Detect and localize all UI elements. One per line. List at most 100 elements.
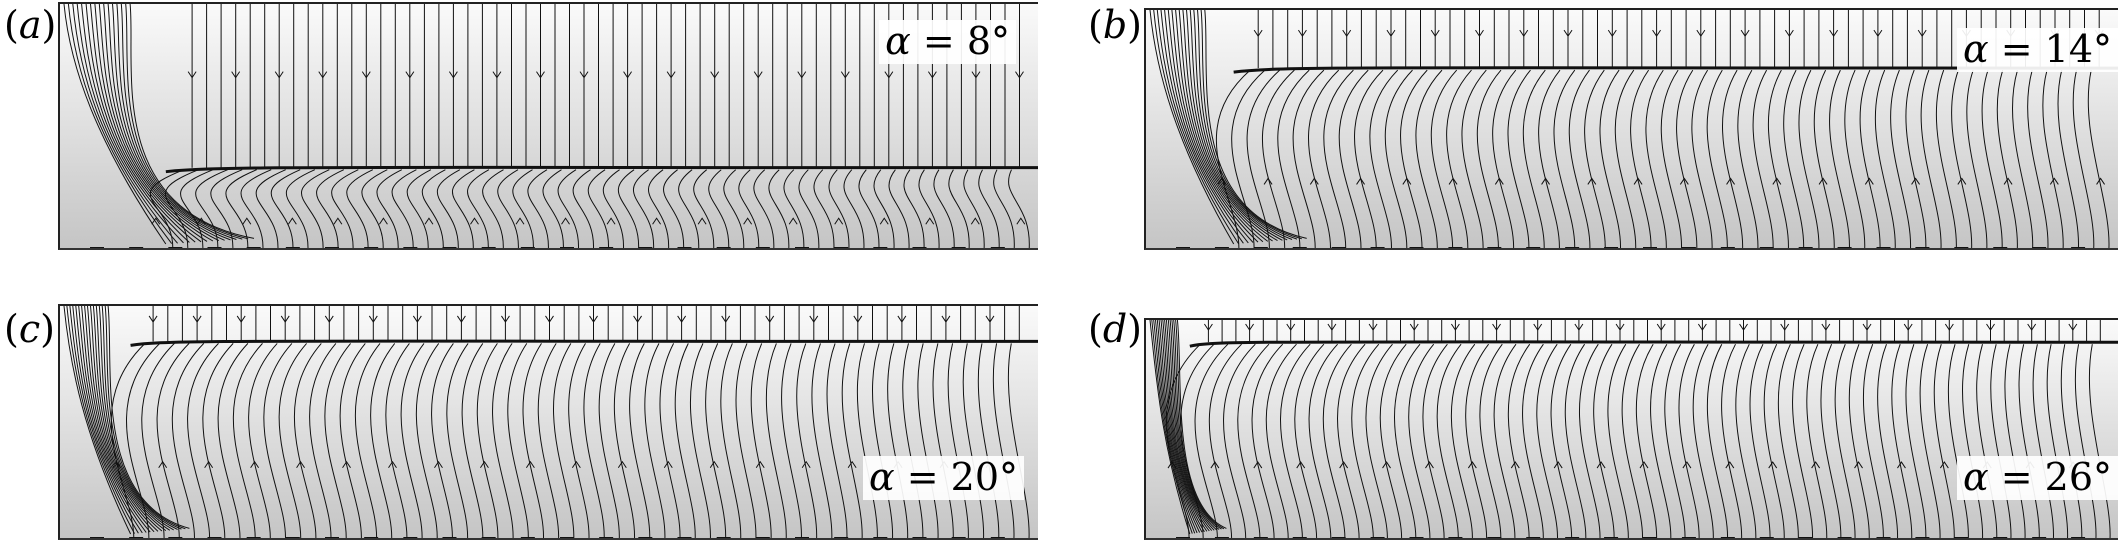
streamline bbox=[1422, 343, 1448, 538]
streamline-plot-d: α = 26° bbox=[1144, 318, 2118, 540]
streamline bbox=[1584, 69, 1606, 248]
streamline bbox=[613, 343, 635, 538]
arrowhead bbox=[1253, 29, 1263, 38]
bubble-streamline bbox=[69, 306, 139, 534]
arrowhead bbox=[677, 315, 687, 323]
bubble-streamline bbox=[81, 4, 190, 243]
streamline bbox=[1408, 343, 1435, 538]
streamline bbox=[887, 343, 909, 538]
bubble-streamline bbox=[1153, 10, 1239, 244]
streamline bbox=[542, 169, 564, 248]
bubble-streamline bbox=[1171, 10, 1264, 243]
arrowhead bbox=[1368, 323, 1378, 331]
streamline bbox=[768, 169, 790, 248]
bubble-streamline bbox=[66, 306, 135, 534]
arrowhead bbox=[606, 217, 616, 225]
arrowhead bbox=[1864, 177, 1874, 185]
streamline bbox=[1593, 343, 1615, 538]
arrowhead bbox=[231, 71, 241, 79]
bubble-streamline bbox=[84, 306, 159, 532]
separation-line bbox=[1233, 66, 2118, 74]
arrowhead bbox=[1903, 323, 1913, 331]
arrowhead bbox=[1494, 177, 1504, 185]
arrowhead bbox=[1425, 461, 1434, 469]
streamline bbox=[750, 343, 772, 538]
streamline bbox=[1446, 69, 1472, 248]
bubble-streamline bbox=[90, 4, 202, 243]
bubble-streamline bbox=[1167, 320, 1215, 531]
arrowhead bbox=[1450, 323, 1460, 331]
arrowhead bbox=[287, 217, 297, 225]
streamline bbox=[507, 343, 529, 538]
arrowhead bbox=[545, 315, 554, 323]
streamline bbox=[255, 169, 286, 248]
bubble-streamline bbox=[1169, 320, 1217, 531]
arrowhead bbox=[1772, 177, 1782, 185]
arrowhead bbox=[1204, 323, 1213, 331]
arrowhead bbox=[1639, 461, 1649, 469]
streamline bbox=[720, 343, 742, 538]
arrowhead bbox=[1015, 71, 1024, 79]
arrowhead bbox=[1309, 177, 1319, 185]
streamline bbox=[1294, 343, 1325, 538]
arrowhead bbox=[925, 217, 935, 225]
bubble-streamline bbox=[1173, 320, 1222, 530]
arrowhead bbox=[1263, 177, 1273, 185]
streamline bbox=[978, 169, 1000, 248]
streamline bbox=[753, 169, 775, 248]
bubble-streamline bbox=[1160, 320, 1205, 533]
streamline bbox=[1550, 343, 1573, 538]
streamline bbox=[232, 343, 263, 538]
streamline bbox=[1919, 344, 1941, 538]
streamline bbox=[992, 343, 1015, 538]
arrowhead bbox=[187, 71, 197, 79]
bubble-streamline bbox=[1151, 320, 1193, 534]
streamline bbox=[1476, 69, 1502, 248]
streamline bbox=[126, 343, 161, 538]
streamline bbox=[1436, 343, 1462, 538]
bubble-streamline bbox=[63, 4, 167, 245]
arrowhead bbox=[1696, 29, 1706, 38]
arrowhead bbox=[1957, 177, 1967, 185]
bubble-streamline bbox=[1167, 10, 1259, 243]
arrowhead bbox=[1210, 461, 1220, 469]
streamline bbox=[346, 169, 374, 248]
streamline bbox=[1461, 69, 1487, 248]
streamline bbox=[217, 343, 249, 538]
streamline bbox=[2004, 344, 2026, 538]
streamline bbox=[572, 169, 594, 248]
streamline bbox=[1706, 69, 1728, 248]
streamline bbox=[629, 343, 651, 538]
bubble-streamline bbox=[1200, 10, 1302, 240]
streamline bbox=[1599, 69, 1621, 248]
streamline bbox=[1890, 69, 1912, 248]
streamline bbox=[202, 343, 234, 538]
arrowhead bbox=[250, 460, 260, 469]
streamline bbox=[1676, 69, 1698, 248]
arrowhead bbox=[1563, 29, 1573, 38]
streamline bbox=[1450, 343, 1476, 538]
bubble-streamline bbox=[1189, 10, 1288, 241]
arrowhead bbox=[333, 217, 343, 225]
arrowhead bbox=[536, 71, 545, 79]
label-paren-close: ) bbox=[1127, 3, 1142, 47]
streamline bbox=[1308, 343, 1338, 538]
bubble-streamline bbox=[1158, 320, 1203, 533]
label-paren-open: ( bbox=[4, 307, 19, 351]
arrowhead bbox=[743, 217, 753, 225]
streamline bbox=[278, 343, 307, 538]
arrowhead bbox=[2068, 323, 2078, 331]
streamline bbox=[263, 343, 293, 538]
streamline bbox=[1479, 343, 1503, 538]
arrowhead bbox=[492, 71, 502, 79]
arrowhead bbox=[242, 217, 252, 225]
streamline bbox=[1763, 343, 1785, 538]
arrowhead bbox=[1854, 461, 1863, 469]
streamline bbox=[1933, 344, 1955, 538]
streamline bbox=[2057, 69, 2079, 248]
streamline bbox=[1996, 69, 2018, 248]
streamline bbox=[1951, 69, 1973, 248]
streamline bbox=[918, 169, 940, 248]
streamline bbox=[354, 343, 381, 538]
panel-background bbox=[60, 4, 1038, 248]
